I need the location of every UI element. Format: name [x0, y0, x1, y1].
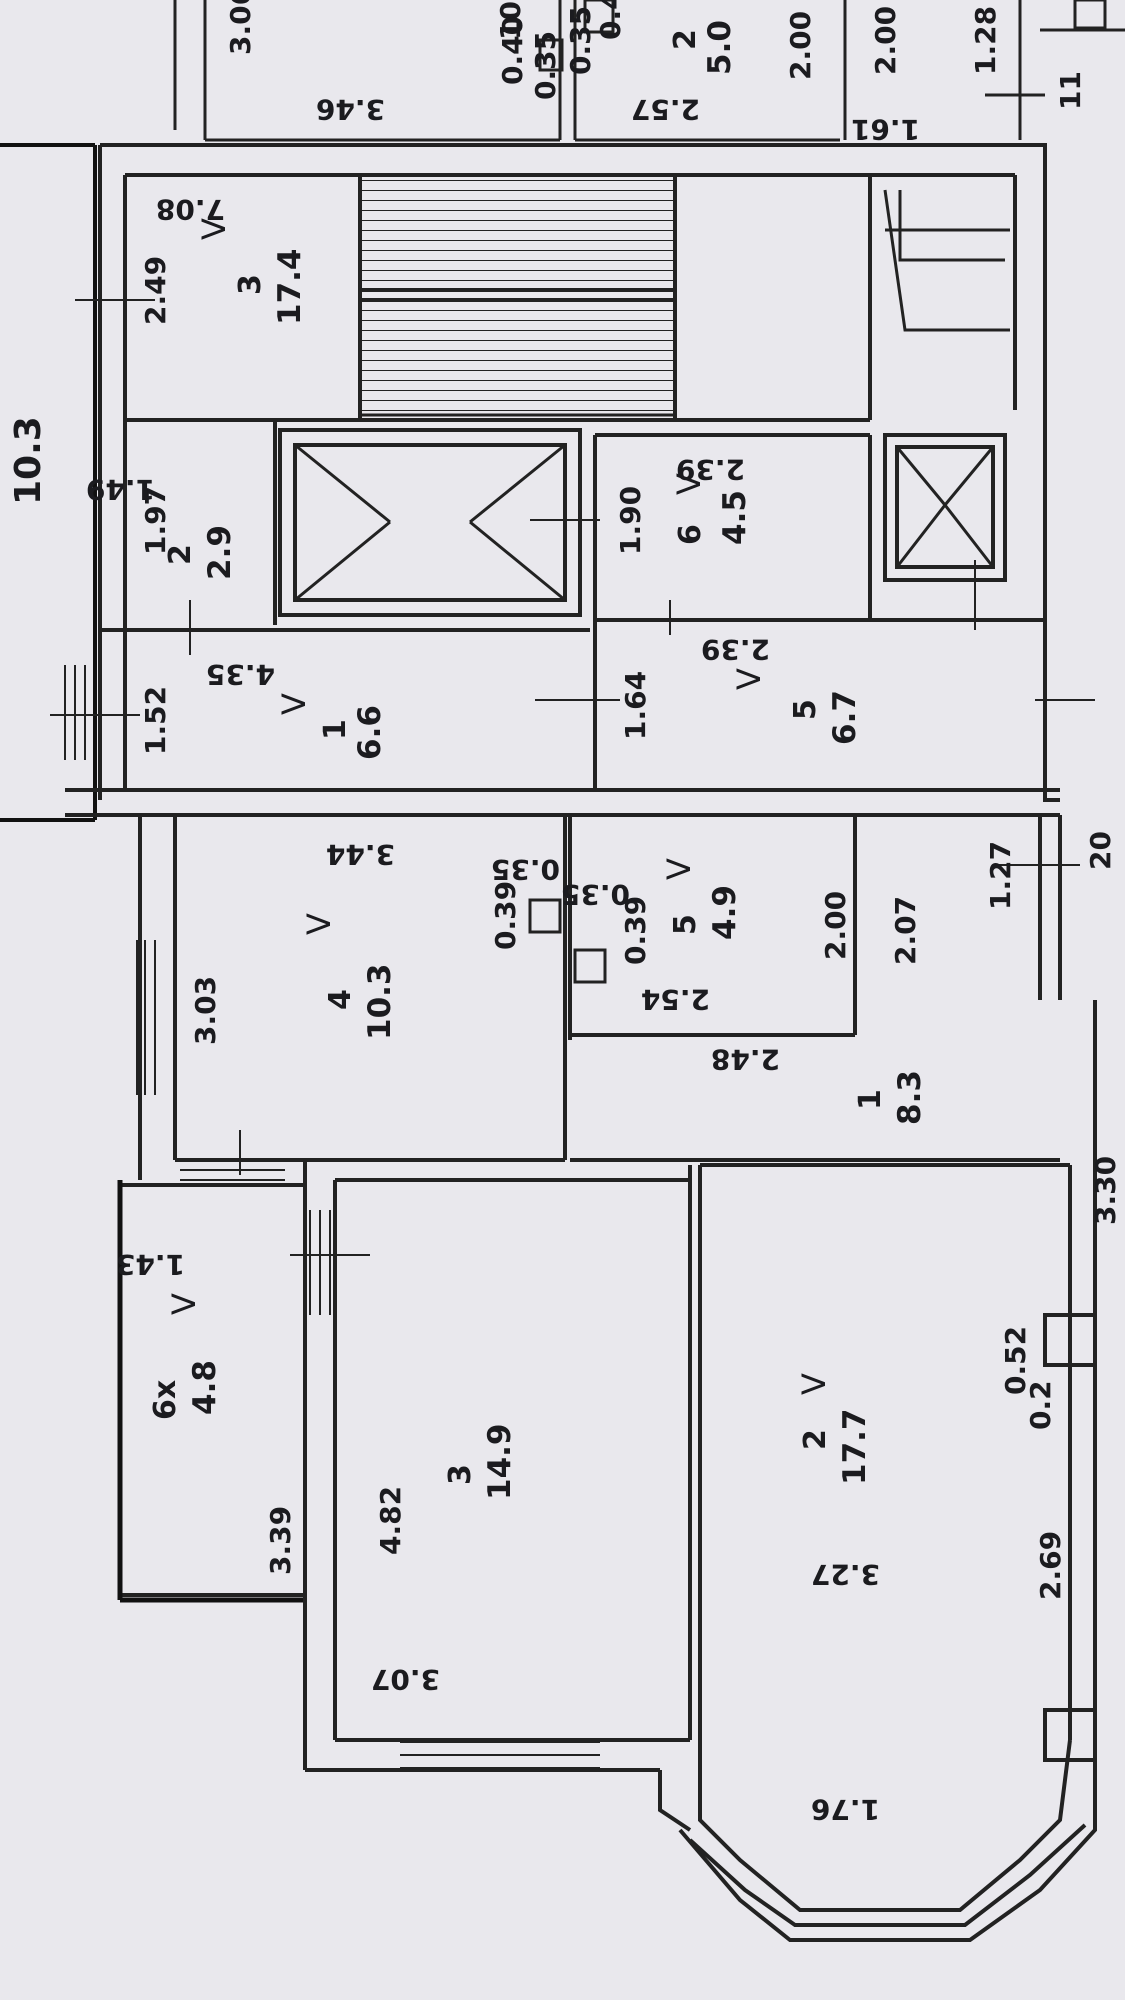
room-1-dim-b: 1.27 — [984, 841, 1017, 910]
room-2-area: 17.7 — [837, 1409, 873, 1486]
room-1-area: 8.3 — [892, 1070, 928, 1125]
room-6x-dim-a: 1.43 — [116, 1248, 185, 1281]
right-label-330: 3.30 — [1089, 1156, 1122, 1225]
upper-5-area: 6.7 — [827, 690, 863, 745]
top-room-num: 2 — [668, 29, 703, 50]
upper-3-check: V — [195, 218, 233, 240]
top-room-area: 5.0 — [702, 20, 738, 75]
upper-6-num: 6 — [673, 524, 708, 545]
top-dim-3: 3.46 — [316, 93, 385, 126]
room-3-dim-b: 3.07 — [371, 1663, 440, 1696]
upper-6-area: 4.5 — [717, 490, 753, 545]
upper-1-dim-a: 1.52 — [139, 686, 172, 755]
dimension-ticks — [50, 299, 1095, 1256]
room-3-dim-a: 4.82 — [374, 1486, 407, 1555]
upper-1-num: 1 — [318, 719, 353, 740]
upper-5-check: V — [730, 668, 768, 690]
upper-6-dim-a: 1.90 — [614, 486, 647, 555]
top-dim-11: 1.28 — [969, 6, 1002, 75]
room-5-check: V — [660, 858, 698, 880]
upper-1-dim-b: 4.35 — [206, 658, 275, 691]
upper-2-dim-a: 1.97 — [139, 486, 172, 555]
room-4-dim-a: 3.03 — [189, 976, 222, 1045]
upper-1-check: V — [275, 693, 313, 715]
top-dim-7: 0.4 — [594, 0, 627, 40]
upper-2-area: 2.9 — [202, 525, 238, 580]
upper-3-dim-a: 2.49 — [139, 256, 172, 325]
vents — [528, 898, 607, 984]
room-5-dim-b: 0.35 — [491, 853, 560, 886]
upper-3-area: 17.4 — [272, 249, 308, 326]
top-dim-4: 0.40 — [496, 16, 529, 85]
room-4-num: 4 — [323, 989, 358, 1010]
room-2-dim-d: 1.76 — [811, 1793, 880, 1826]
upper-5-dim-a: 1.64 — [619, 671, 652, 740]
room-2-dim-b: 3.27 — [811, 1558, 880, 1591]
upper-2-dim-b: 1.49 — [86, 473, 155, 506]
room-4-area: 10.3 — [362, 964, 398, 1041]
room-6x-dim-b: 3.39 — [264, 1506, 297, 1575]
room-5-num: 5 — [668, 914, 703, 935]
right-label-02: 0.2 — [1024, 1380, 1057, 1430]
total-area-label: 10.3 — [8, 416, 49, 505]
labels: 10.3 3.06 10 3.46 0.40 0.35 0.35 0.4 2 5… — [8, 0, 1122, 1826]
elevator-shafts — [294, 189, 1010, 602]
room-6x-num: 6x — [148, 1380, 183, 1420]
upper-1-area: 6.6 — [352, 705, 388, 760]
top-dim-1: 3.06 — [224, 0, 257, 55]
room-1-num: 1 — [853, 1089, 888, 1110]
top-dim-13: 11 — [1054, 71, 1087, 110]
room-6x-check: V — [165, 1293, 203, 1315]
upper-3-num: 3 — [233, 274, 268, 295]
room-5-area: 4.9 — [707, 885, 743, 940]
upper-5-num: 5 — [788, 699, 823, 720]
upper-2-num: 2 — [163, 544, 198, 565]
room-5-dim-a: 0.39 — [489, 881, 522, 950]
top-dim-5: 0.35 — [529, 31, 562, 100]
room-1-dim-a: 2.07 — [889, 896, 922, 965]
room-6x-area: 4.8 — [187, 1360, 223, 1415]
left-neighbour-frame — [0, 143, 97, 822]
upper-6-dim-b: 2.39 — [676, 453, 745, 486]
room-5-dim-d: 0.39 — [619, 896, 652, 965]
room-2-dim-c: 2.69 — [1034, 1531, 1067, 1600]
upper-6-check: V — [670, 473, 708, 495]
right-label-20: 20 — [1084, 831, 1117, 870]
top-fragment — [173, 0, 1125, 142]
top-dim-9: 2.00 — [784, 11, 817, 80]
top-dim-12: 1.61 — [851, 113, 920, 146]
room-2-check: V — [795, 1373, 833, 1395]
room-3-num: 3 — [443, 1464, 478, 1485]
room-4-dim-b: 3.44 — [326, 838, 395, 871]
room-4-check: V — [300, 913, 338, 935]
top-dim-8: 2.57 — [631, 93, 700, 126]
windows — [64, 665, 600, 1769]
upper-5-dim-b: 2.39 — [701, 633, 770, 666]
room-2-num: 2 — [798, 1429, 833, 1450]
top-dim-6: 0.35 — [564, 6, 597, 75]
top-dim-2: 10 — [494, 1, 527, 40]
room-3-area: 14.9 — [482, 1424, 518, 1501]
room-5-dim-f: 2.54 — [641, 983, 710, 1016]
room-2-dim-a: 0.52 — [999, 1326, 1032, 1395]
room-5-dim-c: 0.35 — [561, 878, 630, 911]
room-1-dim-c: 2.48 — [711, 1043, 780, 1076]
staircase — [358, 173, 677, 417]
top-dim-10: 2.00 — [869, 6, 902, 75]
upper-3-dim-b: 7.08 — [156, 193, 225, 226]
room-5-dim-e: 2.00 — [819, 891, 852, 960]
